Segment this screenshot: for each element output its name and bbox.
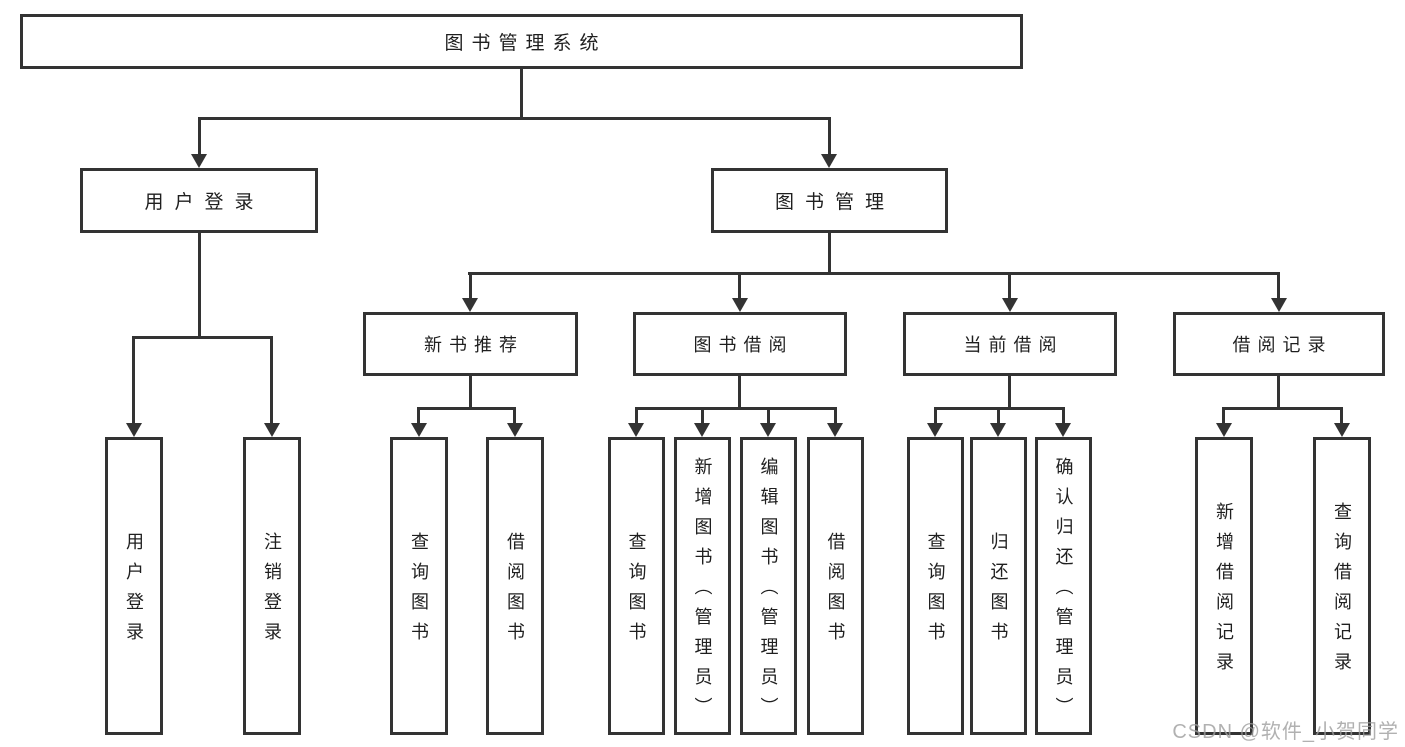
connector-line <box>1062 407 1065 423</box>
connector-line <box>738 272 741 298</box>
arrow-down-icon <box>628 423 644 437</box>
leaf-query-borrow-record-label: 查询借阅记录 <box>1332 502 1352 682</box>
node-book-management-label: 图书管理 <box>774 192 895 213</box>
connector-line <box>934 407 937 423</box>
connector-line <box>767 407 770 423</box>
leaf-query-book-2: 查询图书 <box>608 437 665 735</box>
node-user-login: 用户登录 <box>80 168 318 233</box>
csdn-watermark: CSDN @软件_小贺同学 <box>1172 721 1399 743</box>
node-current-borrowing-label: 当前借阅 <box>963 335 1064 355</box>
leaf-add-book-admin: 新增图书（管理员） <box>674 437 731 735</box>
leaf-confirm-return-admin: 确认归还（管理员） <box>1035 437 1092 735</box>
arrow-down-icon <box>827 423 843 437</box>
connector-line <box>1222 407 1225 423</box>
arrow-down-icon <box>1271 298 1287 312</box>
connector-line <box>469 272 472 298</box>
leaf-query-book-1-label: 查询图书 <box>409 532 429 652</box>
leaf-add-borrow-record: 新增借阅记录 <box>1195 437 1253 735</box>
leaf-query-book-1: 查询图书 <box>390 437 448 735</box>
node-new-book-recommend: 新书推荐 <box>363 312 578 376</box>
leaf-return-book-label: 归还图书 <box>988 532 1009 652</box>
leaf-user-login: 用户登录 <box>105 437 163 735</box>
connector-line <box>270 336 273 423</box>
leaf-query-borrow-record: 查询借阅记录 <box>1313 437 1371 735</box>
arrow-down-icon <box>1002 298 1018 312</box>
node-root-label: 图书管理系统 <box>444 33 607 54</box>
arrow-down-icon <box>191 154 207 168</box>
connector-line <box>934 407 1065 410</box>
arrow-down-icon <box>927 423 943 437</box>
connector-line <box>1222 407 1343 410</box>
arrow-down-icon <box>507 423 523 437</box>
leaf-logout-label: 注销登录 <box>262 532 282 652</box>
node-user-login-label: 用户登录 <box>144 192 265 213</box>
connector-line <box>834 407 837 423</box>
connector-line <box>738 376 741 407</box>
arrow-down-icon <box>1216 423 1232 437</box>
node-new-book-recommend-label: 新书推荐 <box>424 335 524 355</box>
connector-line <box>701 407 704 423</box>
connector-line <box>1277 272 1280 298</box>
node-borrowing-records: 借阅记录 <box>1173 312 1385 376</box>
arrow-down-icon <box>990 423 1006 437</box>
arrow-down-icon <box>821 154 837 168</box>
node-book-borrowing: 图书借阅 <box>633 312 847 376</box>
connector-line <box>132 336 135 423</box>
connector-line <box>635 407 837 410</box>
leaf-edit-book-admin: 编辑图书（管理员） <box>740 437 797 735</box>
connector-line <box>1277 376 1280 407</box>
arrow-down-icon <box>732 298 748 312</box>
leaf-confirm-return-admin-label: 确认归还（管理员） <box>1053 457 1074 727</box>
connector-line <box>198 117 201 154</box>
leaf-edit-book-admin-label: 编辑图书（管理员） <box>758 457 779 727</box>
connector-line <box>997 407 1000 423</box>
arrow-down-icon <box>694 423 710 437</box>
arrow-down-icon <box>1334 423 1350 437</box>
arrow-down-icon <box>760 423 776 437</box>
connector-line <box>520 69 523 117</box>
connector-line <box>635 407 638 423</box>
arrow-down-icon <box>126 423 142 437</box>
leaf-add-borrow-record-label: 新增借阅记录 <box>1214 502 1234 682</box>
arrow-down-icon <box>411 423 427 437</box>
arrow-down-icon <box>264 423 280 437</box>
connector-line <box>198 117 831 120</box>
connector-line <box>417 407 420 423</box>
leaf-borrow-book-1-label: 借阅图书 <box>505 532 525 652</box>
connector-line <box>513 407 516 423</box>
arrow-down-icon <box>1055 423 1071 437</box>
connector-line <box>468 272 1280 275</box>
connector-line <box>198 233 201 336</box>
leaf-borrow-book-2: 借阅图书 <box>807 437 864 735</box>
connector-line <box>1008 272 1011 298</box>
node-book-management: 图书管理 <box>711 168 948 233</box>
connector-line <box>1340 407 1343 423</box>
node-root: 图书管理系统 <box>20 14 1023 69</box>
connector-line <box>417 407 516 410</box>
leaf-logout: 注销登录 <box>243 437 301 735</box>
connector-line <box>469 376 472 407</box>
leaf-borrow-book-2-label: 借阅图书 <box>825 532 846 652</box>
arrow-down-icon <box>462 298 478 312</box>
leaf-query-book-2-label: 查询图书 <box>626 532 647 652</box>
leaf-return-book: 归还图书 <box>970 437 1027 735</box>
leaf-query-book-3: 查询图书 <box>907 437 964 735</box>
leaf-borrow-book-1: 借阅图书 <box>486 437 544 735</box>
leaf-user-login-label: 用户登录 <box>124 532 144 652</box>
node-borrowing-records-label: 借阅记录 <box>1232 335 1333 355</box>
leaf-query-book-3-label: 查询图书 <box>925 532 946 652</box>
node-book-borrowing-label: 图书借阅 <box>693 335 794 355</box>
leaf-add-book-admin-label: 新增图书（管理员） <box>692 457 713 727</box>
connector-line <box>132 336 273 339</box>
connector-line <box>828 117 831 154</box>
connector-line <box>828 233 831 272</box>
connector-line <box>1008 376 1011 407</box>
node-current-borrowing: 当前借阅 <box>903 312 1117 376</box>
